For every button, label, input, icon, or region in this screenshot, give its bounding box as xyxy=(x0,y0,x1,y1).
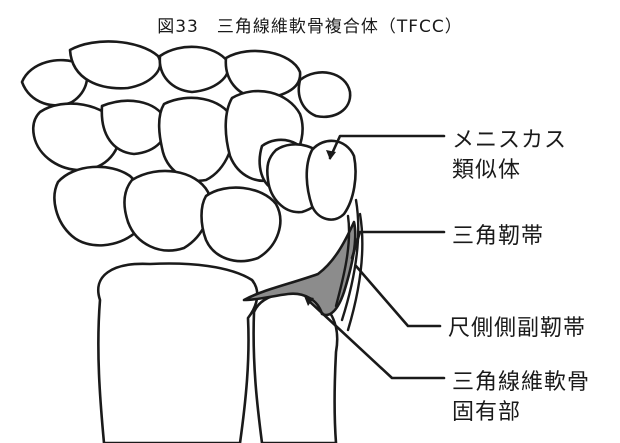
arrow-head xyxy=(326,150,336,160)
arrow-head xyxy=(304,296,314,306)
label-meniscus-line2: 類似体 xyxy=(452,158,522,183)
leader-line-meniscus xyxy=(328,134,446,160)
leader-line-proper xyxy=(306,298,446,380)
meniscus-homologue xyxy=(305,139,357,221)
label-meniscus-homologue: メニスカス 類似体 xyxy=(452,126,567,186)
figure-title: 図33 三角線維軟骨複合体（TFCC） xyxy=(157,17,463,37)
lunate-bone xyxy=(123,169,211,252)
metacarpal-bone xyxy=(297,71,352,119)
label-triangular-fibrocartilage-proper: 三角線維軟骨 固有部 xyxy=(452,368,590,428)
label-proper-line2: 固有部 xyxy=(452,400,522,425)
metacarpal-bone xyxy=(68,40,162,90)
label-meniscus-line1: メニスカス xyxy=(452,128,568,153)
triangular-ligament-band xyxy=(334,214,351,308)
triquetrum-bone xyxy=(200,186,282,263)
tfcc-articular-disc xyxy=(242,220,357,317)
metacarpal-bone xyxy=(224,49,302,100)
label-ulnar-collateral-ligament: 尺側側副靭帯 xyxy=(448,316,587,341)
radius-bone xyxy=(97,262,259,443)
leader-line-triangular-ligament xyxy=(350,230,446,260)
label-triangular-ligament: 三角靭帯 xyxy=(452,224,545,249)
metacarpal-bone xyxy=(158,45,230,94)
capitate-bone xyxy=(157,96,235,182)
metacarpal-bone xyxy=(20,58,89,107)
label-proper-line1: 三角線維軟骨 xyxy=(452,370,591,395)
ulnar-collateral-band xyxy=(340,198,360,322)
leader-line-ulnar-collateral xyxy=(354,264,442,328)
